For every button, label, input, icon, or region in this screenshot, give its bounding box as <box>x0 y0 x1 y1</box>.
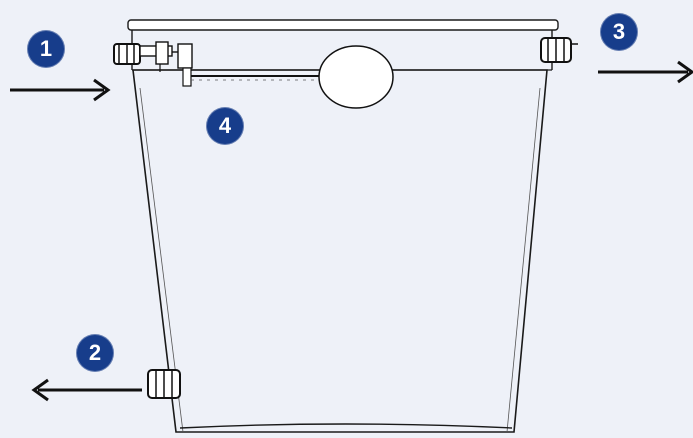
float-ball <box>318 45 394 109</box>
float-valve-number-badge: 4 <box>206 107 244 145</box>
tank-inner-wall-right <box>506 87 541 433</box>
tank-rim <box>127 19 559 31</box>
inlet-fitting <box>113 43 141 65</box>
float-arm <box>191 75 322 81</box>
inlet-arrow <box>10 78 111 102</box>
drain-number-badge: 2 <box>76 334 114 372</box>
overflow-number-badge: 3 <box>600 13 638 51</box>
overflow-arrow <box>598 60 693 84</box>
tank-bottom-curve <box>179 423 513 429</box>
tank-outline <box>132 69 548 433</box>
float-valve-assembly <box>139 41 193 87</box>
drain-fitting <box>147 369 181 399</box>
inlet-number-badge: 1 <box>27 30 65 68</box>
drain-arrow <box>31 378 142 402</box>
overflow-fitting <box>540 37 578 63</box>
